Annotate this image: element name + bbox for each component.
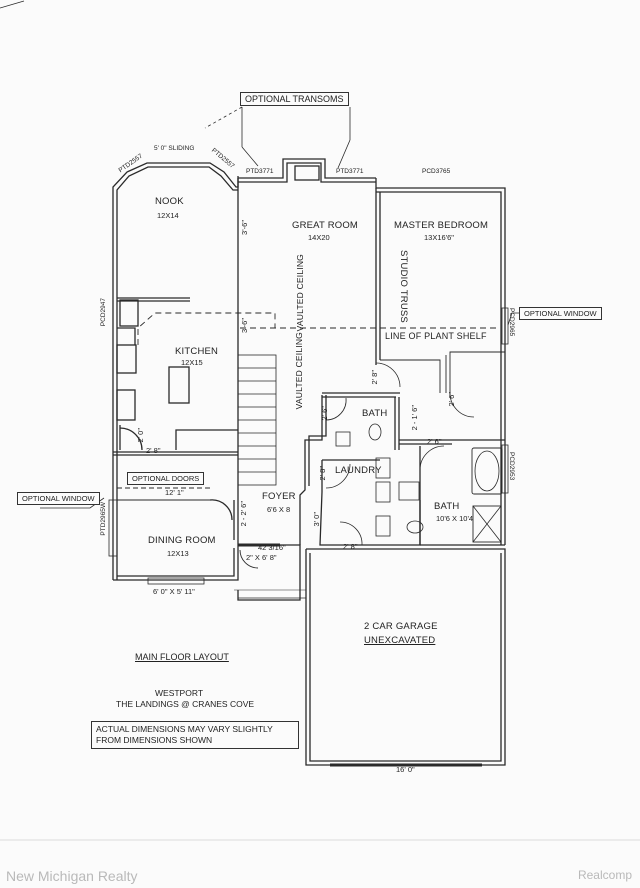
dimension-label: 2' 8" — [318, 466, 327, 481]
dimension-label: 2 - 1' 6" — [410, 405, 419, 431]
scan-edge-line — [0, 0, 25, 9]
disclaimer-line: FROM DIMENSIONS SHOWN — [96, 735, 213, 745]
plan-title: MAIN FLOOR LAYOUT — [135, 652, 229, 662]
bath-1-name: BATH — [362, 408, 388, 419]
dimension-label: 2 - 2' 6" — [239, 501, 248, 527]
kitchen-island — [168, 366, 190, 404]
window-code: 5' 0" SLIDING — [154, 145, 195, 152]
window-code: PTD3771 — [246, 168, 274, 175]
nook-dims: 12X14 — [157, 211, 179, 220]
nook-name: NOOK — [155, 196, 184, 207]
brand-watermark: New Michigan Realty — [6, 868, 138, 884]
master-bedroom-name: MASTER BEDROOM — [394, 220, 489, 231]
foyer-dims: 6'6 X 8 — [267, 505, 291, 514]
garage-name: 2 CAR GARAGE — [364, 621, 438, 632]
dimension-label: 2' 8" — [370, 370, 379, 385]
staircase — [237, 354, 277, 486]
optional-window-callout-right: OPTIONAL WINDOW — [519, 307, 602, 320]
great-room-top-wall — [238, 158, 376, 179]
studio-truss-label: STUDIO TRUSS — [398, 250, 409, 323]
window-code: PCD2947 — [100, 298, 107, 327]
vaulted-ceiling-label: VAULTED CEILING — [295, 254, 305, 332]
model-name: WESTPORT — [155, 688, 204, 698]
window-code: PTD3771 — [336, 168, 364, 175]
shower — [472, 505, 502, 543]
disclaimer-line: ACTUAL DIMENSIONS MAY VARY SLIGHTLY — [96, 724, 273, 734]
nook-bay-wall — [112, 162, 239, 580]
kitchen-name: KITCHEN — [175, 346, 219, 357]
window-code: PCD2953 — [508, 452, 515, 481]
foyer-name: FOYER — [262, 491, 296, 502]
dimension-label: 3'-6" — [240, 220, 249, 235]
dimension-label: 2' 6" — [427, 437, 442, 446]
optional-transoms-callout: OPTIONAL TRANSOMS — [240, 92, 349, 106]
bath-2-dims: 10'6 X 10'4 — [436, 514, 474, 523]
plant-shelf-label: LINE OF PLANT SHELF — [385, 331, 487, 341]
bathtub — [471, 447, 503, 495]
garage-wall — [305, 548, 506, 766]
optional-doors-callout: OPTIONAL DOORS — [127, 472, 205, 485]
range-cooktop — [116, 344, 137, 374]
dimension-label: 3' 0" — [312, 512, 321, 527]
vaulted-ceiling-label: VAULTED CEILING — [294, 332, 304, 410]
dimension-label: 42 3/16" — [258, 543, 286, 552]
source-watermark: Realcomp — [577, 868, 632, 882]
window-code: PCD2965 — [508, 308, 515, 337]
dimension-label: 2' 0" — [136, 428, 145, 443]
great-room-name: GREAT ROOM — [292, 220, 359, 231]
optional-window-callout-left: OPTIONAL WINDOW — [17, 492, 100, 505]
master-bedroom-dims: 13X16'6" — [424, 233, 454, 242]
window-code: PCD3765 — [422, 168, 451, 175]
dimension-label: 6' 0" X 5' 11" — [153, 587, 195, 596]
kitchen-dims: 12X15 — [181, 358, 203, 367]
community-name: THE LANDINGS @ CRANES COVE — [116, 699, 255, 709]
dimension-label: 3'-6" — [240, 318, 249, 333]
sink-bath-1 — [335, 431, 351, 447]
master-bedroom-wall — [375, 178, 506, 545]
dining-room-name: DINING ROOM — [148, 535, 216, 546]
laundry-name: LAUNDRY — [335, 465, 382, 476]
dimension-label: 16' 0" — [396, 765, 415, 774]
dimension-label: 2" X 6' 8" — [246, 553, 277, 562]
dimension-label: 12' 1" — [165, 488, 184, 497]
toilet-bath-1 — [368, 423, 382, 441]
dimension-label: 2' 8" — [343, 542, 358, 551]
dimension-label: 2' 6" — [320, 406, 329, 421]
garage-sub: UNEXCAVATED — [364, 635, 436, 646]
dining-room-dims: 12X13 — [167, 549, 189, 558]
dining-room-wall — [113, 545, 239, 581]
great-room-dims: 14X20 — [308, 233, 330, 242]
disclaimer-box: ACTUAL DIMENSIONS MAY VARY SLIGHTLY FROM… — [91, 721, 299, 749]
dimension-label: 2' 8" — [146, 446, 161, 455]
dimension-label: 2' 6" — [447, 392, 456, 407]
window-code: PTD2965W — [100, 502, 107, 536]
bath-2-name: BATH — [434, 501, 460, 512]
